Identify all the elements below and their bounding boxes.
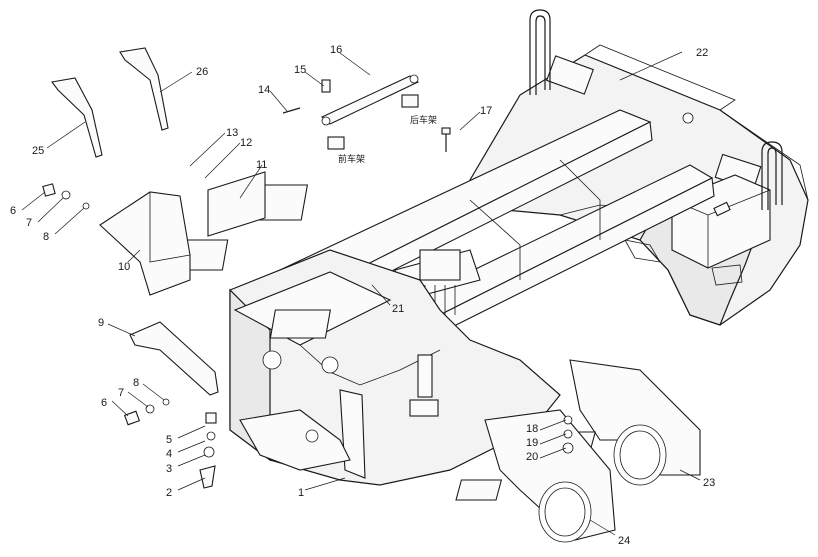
caption-front-frame: 前车架 bbox=[338, 153, 365, 165]
callout-26: 26 bbox=[196, 66, 208, 78]
leader-lines bbox=[21, 51, 701, 536]
callout-13: 13 bbox=[226, 127, 238, 139]
callout-20: 20 bbox=[526, 451, 538, 463]
callout-25: 25 bbox=[32, 145, 44, 157]
plate-11 bbox=[207, 171, 266, 237]
callout-7: 7 bbox=[26, 217, 32, 229]
caption-rear-frame: 后车架 bbox=[410, 114, 437, 126]
link-rod-16 bbox=[321, 74, 420, 150]
callout-22: 22 bbox=[696, 47, 708, 59]
axle-support-front bbox=[455, 409, 616, 543]
callout-10: 10 bbox=[118, 261, 130, 273]
callout-18: 18 bbox=[526, 423, 538, 435]
callout-9: 9 bbox=[98, 317, 104, 329]
callout-8-lower: 8 bbox=[133, 377, 139, 389]
callouts: 1 2 3 4 5 6 6 7 7 8 8 9 10 11 12 13 14 1… bbox=[10, 44, 715, 547]
bracket-26 bbox=[119, 47, 169, 131]
callout-12: 12 bbox=[240, 137, 252, 149]
callout-5: 5 bbox=[166, 434, 172, 446]
handrail-right bbox=[761, 141, 783, 210]
callout-21: 21 bbox=[392, 303, 404, 315]
rear-frame bbox=[278, 109, 715, 363]
callout-11: 11 bbox=[256, 159, 267, 171]
callout-23: 23 bbox=[703, 477, 715, 489]
pin-14 bbox=[282, 107, 301, 114]
bolt-17 bbox=[441, 127, 451, 152]
hardware-left bbox=[42, 183, 574, 489]
callout-7-lower: 7 bbox=[118, 387, 124, 399]
callout-15: 15 bbox=[294, 64, 306, 76]
callout-3: 3 bbox=[166, 463, 172, 475]
cap-icon bbox=[682, 112, 694, 124]
callout-4: 4 bbox=[166, 448, 172, 460]
callout-2: 2 bbox=[166, 487, 172, 499]
bracket-9 bbox=[129, 321, 219, 396]
callout-24: 24 bbox=[618, 535, 630, 547]
callout-8: 8 bbox=[43, 231, 49, 243]
callout-19: 19 bbox=[526, 437, 538, 449]
callout-1: 1 bbox=[298, 487, 304, 499]
bracket-10 bbox=[99, 191, 191, 296]
callout-17: 17 bbox=[480, 105, 492, 117]
bracket-25 bbox=[51, 77, 103, 158]
callout-6: 6 bbox=[10, 205, 16, 217]
callout-14: 14 bbox=[258, 84, 270, 96]
pin-15 bbox=[321, 79, 331, 93]
callout-16: 16 bbox=[330, 44, 342, 56]
handrail-left bbox=[529, 9, 551, 95]
front-frame bbox=[161, 184, 561, 486]
callout-6-lower: 6 bbox=[101, 397, 107, 409]
